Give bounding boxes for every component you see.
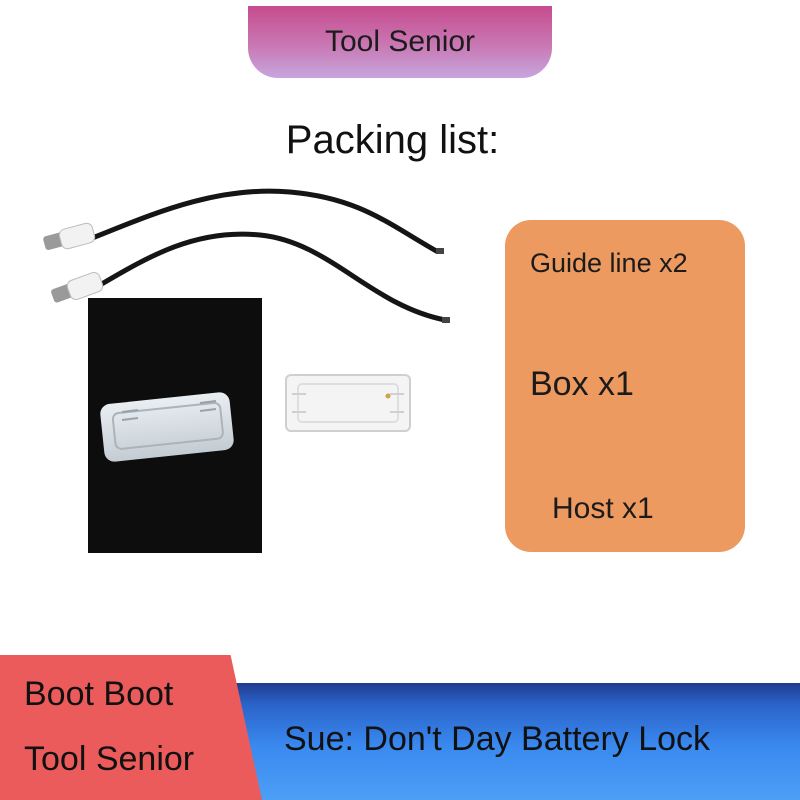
clear-box [100, 392, 234, 462]
corner-label: Boot Boot Tool Senior [0, 655, 262, 800]
corner-line-2: Tool Senior [24, 740, 195, 778]
white-host-device [285, 374, 411, 432]
packing-list-heading: Packing list: [285, 118, 500, 162]
packing-list-card: Guide line x2 Box x1 Host x1 [505, 220, 745, 552]
guide-cables [43, 188, 450, 323]
brand-title: Tool Senior [324, 25, 476, 58]
list-item-guide-line: Guide line x2 [530, 248, 688, 278]
brand-tab: Tool Senior [248, 6, 552, 78]
product-photo [43, 188, 450, 553]
corner-line-1: Boot Boot [24, 675, 174, 713]
footer-note: Sue: Don't Day Battery Lock [284, 720, 711, 758]
list-item-host: Host x1 [552, 492, 654, 525]
list-item-box: Box x1 [530, 365, 634, 403]
